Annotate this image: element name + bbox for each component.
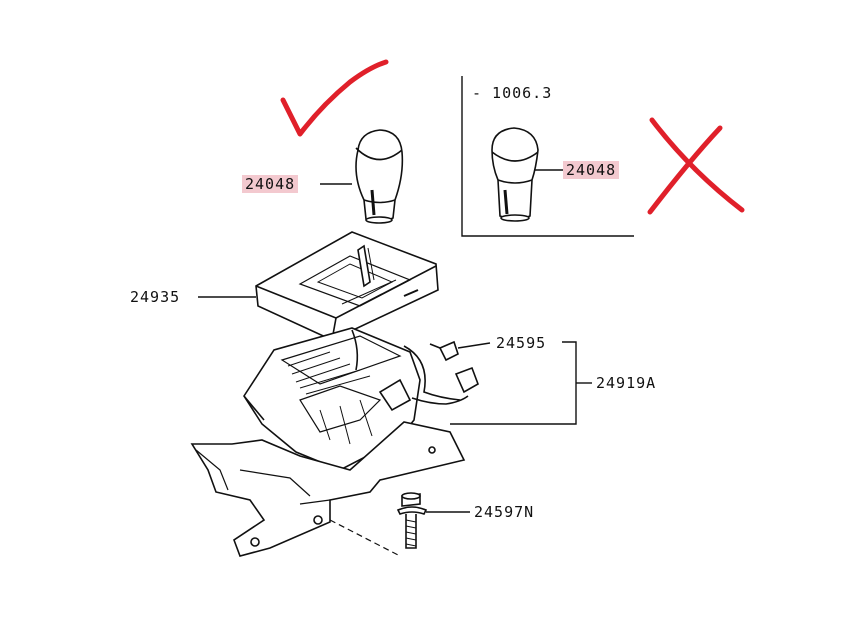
callout-bolt: 24597N (474, 503, 535, 521)
wiring-harness (411, 340, 479, 405)
shift-lever-assembly (190, 327, 466, 557)
shift-knob-left (355, 129, 404, 224)
shift-knob-right (491, 127, 539, 222)
callout-lever-assembly: 24919A (596, 374, 657, 392)
inset-frame (461, 76, 634, 237)
callout-knob-left: 24048 (242, 175, 299, 193)
bolt (396, 492, 428, 549)
callout-panel: 24935 (130, 288, 181, 306)
cross-mark-icon (647, 117, 745, 215)
check-mark-icon (280, 59, 389, 137)
callout-connector: 24595 (496, 334, 547, 352)
bolt-axis-line (329, 519, 401, 557)
leader-connector (457, 342, 491, 349)
callout-range-note: - 1006.3 (472, 84, 553, 102)
callout-knob-right: 24048 (563, 161, 620, 179)
indicator-panel (255, 231, 439, 341)
